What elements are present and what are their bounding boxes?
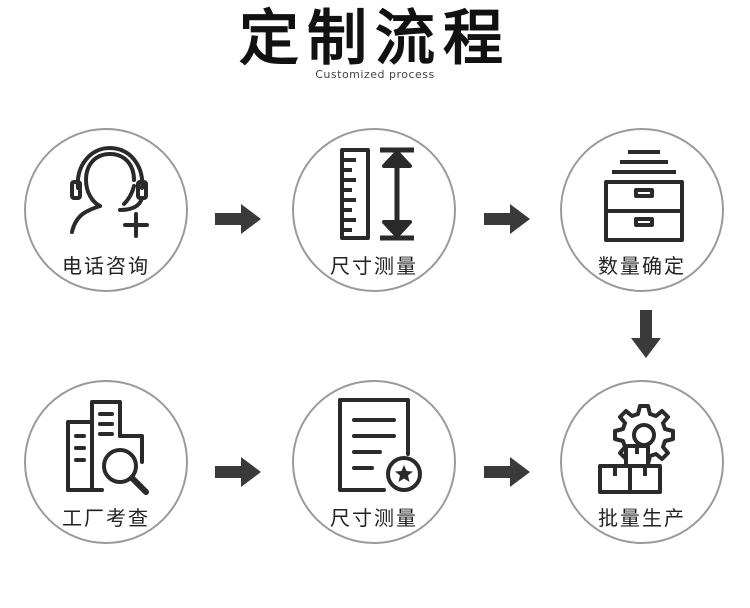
drawer-stack-icon: [604, 150, 684, 242]
arrow-right-icon: [215, 457, 261, 487]
step-size-measure-2: 尺寸测量: [292, 380, 456, 544]
step-label: 电话咨询: [62, 254, 150, 278]
step-label: 工厂考查: [62, 506, 150, 530]
arrow-right-icon: [484, 457, 530, 487]
step-quantity-confirm: 数量确定: [560, 128, 724, 292]
step-mass-production: 批量生产: [560, 380, 724, 544]
arrow-right-icon: [215, 204, 261, 234]
building-search-icon: [66, 400, 149, 495]
step-label: 尺寸测量: [330, 254, 418, 278]
step-label: 尺寸测量: [330, 506, 418, 530]
page-subtitle: Customized process: [315, 68, 435, 81]
page-title: 定制流程: [239, 4, 511, 74]
step-label: 数量确定: [598, 254, 686, 278]
step-size-measure: 尺寸测量: [292, 128, 456, 292]
headset-user-icon: [70, 146, 149, 238]
arrow-right-icon: [484, 204, 530, 234]
document-badge-icon: [338, 398, 422, 492]
step-phone-consult: 电话咨询: [24, 128, 188, 292]
ruler-measure-icon: [340, 147, 414, 241]
gear-boxes-icon: [598, 404, 675, 494]
arrow-down-icon: [631, 310, 661, 358]
step-factory-inspection: 工厂考查: [24, 380, 188, 544]
step-label: 批量生产: [598, 506, 686, 530]
